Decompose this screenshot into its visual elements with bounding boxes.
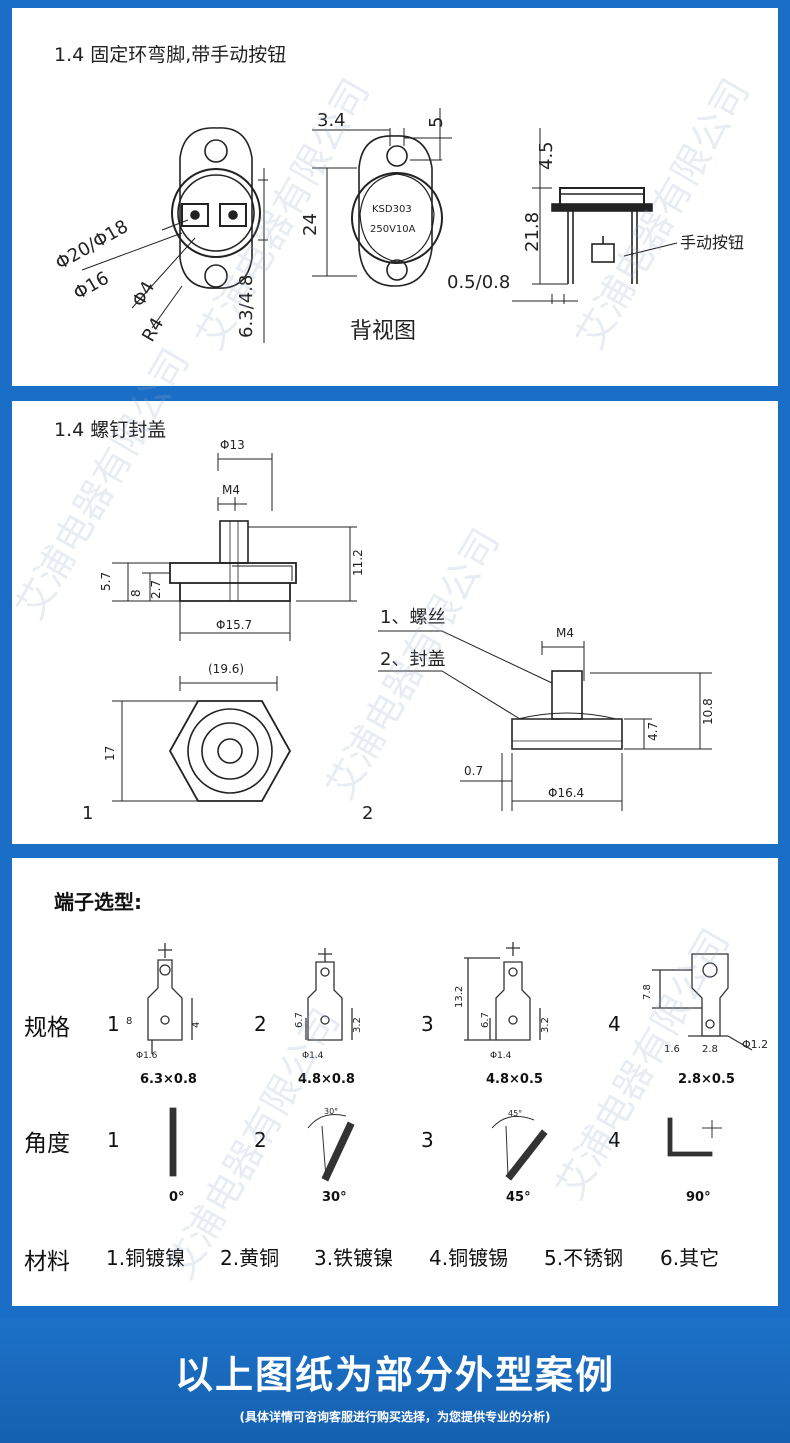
- dim-label: 24: [300, 213, 321, 236]
- dim-label: 13.2: [454, 986, 465, 1008]
- dim-label: (19.6): [208, 662, 244, 676]
- dim-label: Φ16: [70, 268, 113, 305]
- dim-label: Φ15.7: [216, 618, 252, 632]
- terminal-2-drawing: [305, 948, 353, 1041]
- chip-text: 250V10A: [370, 224, 416, 235]
- angle-0-drawing: [169, 1107, 177, 1177]
- spec-index: 1: [107, 1012, 120, 1036]
- angle-value: 30°: [322, 1190, 347, 1205]
- angle-value: 0°: [169, 1190, 185, 1205]
- angle-30-drawing: [307, 1114, 355, 1182]
- dim-label: 2.8: [702, 1044, 718, 1055]
- legend-screw: 1、螺丝: [380, 607, 445, 628]
- dim-label: 11.2: [351, 549, 365, 576]
- dim-label: Φ1.6: [136, 1051, 158, 1061]
- spec-index: 2: [254, 1012, 267, 1036]
- dim-label: Φ1.2: [742, 1038, 768, 1051]
- dim-label: 3.2: [540, 1017, 551, 1033]
- terminal-drawings: 8 4 Φ1.6 6.7 3.2 Φ1.4 13.2 6.7 3.2 Φ1.4: [126, 942, 768, 1182]
- dim-label: 8: [129, 589, 143, 597]
- dim-label: 21.8: [522, 212, 543, 252]
- dim-label: 3.2: [352, 1017, 363, 1033]
- dim-label: 4.5: [536, 141, 557, 170]
- dim-label: 6.7: [480, 1012, 491, 1028]
- dim-label: M4: [222, 483, 240, 497]
- dim-label: Φ13: [220, 438, 245, 452]
- panel-screw-cover: 1.4 螺钉封盖 Φ13 M4 11.2 5.7 8 2.7 Φ15.7: [12, 401, 778, 844]
- terminal-3-drawing: [464, 942, 541, 1041]
- dim-label: 4.7: [646, 722, 660, 741]
- dim-label: R4: [138, 314, 168, 345]
- angle-index: 3: [421, 1128, 434, 1152]
- panel-title: 1.4 固定环弯脚,带手动按钮: [54, 44, 287, 66]
- footer-title: 以上图纸为部分外型案例: [174, 1353, 615, 1397]
- section-title: 端子选型:: [54, 890, 142, 914]
- dim-label: 6.7: [294, 1012, 305, 1028]
- spec-value: 4.8×0.5: [486, 1072, 543, 1087]
- figure-number: 1: [82, 803, 93, 824]
- angle-45-drawing: [491, 1115, 548, 1181]
- side-view: [512, 128, 678, 304]
- angle-index: 4: [608, 1128, 621, 1152]
- panel-title: 1.4 螺钉封盖: [54, 419, 167, 441]
- row-label-angle: 角度: [24, 1131, 70, 1157]
- angle-value: 45°: [506, 1190, 531, 1205]
- angle-index: 1: [107, 1128, 120, 1152]
- dim-label: 4: [191, 1022, 202, 1028]
- cover-top-view: [112, 676, 292, 802]
- footer-banner: 以上图纸为部分外型案例 (具体详情可咨询客服进行购买选择，为您提供专业的分析): [0, 1318, 790, 1443]
- footer-subtitle: (具体详情可咨询客服进行购买选择，为您提供专业的分析): [239, 1410, 551, 1424]
- spec-value: 6.3×0.8: [140, 1072, 197, 1087]
- spec-index: 3: [421, 1012, 434, 1036]
- material-item: 4.铜镀锡: [429, 1246, 509, 1270]
- dim-label: M4: [556, 626, 574, 640]
- material-item: 1.铜镀镍: [106, 1246, 186, 1270]
- legend-cover: 2、封盖: [380, 649, 445, 670]
- angle-mark: 30°: [324, 1107, 338, 1116]
- panel-fixed-ring-bent-legs: 1.4 固定环弯脚,带手动按钮 Φ20/Φ18 Φ16 Φ4 R4 6.3/4.…: [12, 8, 778, 386]
- dim-label: 1.6: [664, 1044, 680, 1055]
- dim-label: 3.4: [317, 110, 346, 131]
- front-view: [81, 127, 268, 343]
- angle-mark: 45°: [508, 1109, 522, 1118]
- dim-label: 5.7: [99, 572, 113, 591]
- dim-label: 0.5/0.8: [447, 272, 510, 293]
- cover-side-view: [112, 453, 357, 641]
- back-view: [312, 108, 452, 287]
- spec-value: 2.8×0.5: [678, 1072, 735, 1087]
- spec-index: 4: [608, 1012, 621, 1036]
- dim-label: Φ16.4: [548, 786, 584, 800]
- dim-label: 17: [103, 746, 117, 761]
- material-item: 6.其它: [660, 1246, 720, 1270]
- angle-index: 2: [254, 1128, 267, 1152]
- dim-label: 0.7: [464, 764, 483, 778]
- material-item: 2.黄铜: [220, 1246, 280, 1270]
- dim-label: Φ1.4: [302, 1051, 324, 1061]
- panel-terminal-selection: 端子选型: 规格 角度 材料 1 2 3 4 6.3×0.8 4.8×0.8 4…: [12, 858, 778, 1306]
- dim-label: 2.7: [149, 580, 163, 599]
- dim-label: 7.8: [642, 984, 653, 1000]
- dim-label: Φ20/Φ18: [52, 216, 132, 274]
- row-label-spec: 规格: [24, 1015, 70, 1041]
- angle-90-drawing: [667, 1117, 722, 1157]
- back-view-caption: 背视图: [350, 319, 416, 344]
- angle-value: 90°: [686, 1190, 711, 1205]
- dim-label: 8: [126, 1016, 132, 1027]
- material-item: 3.铁镀镍: [314, 1246, 394, 1270]
- chip-text: KSD303: [372, 204, 412, 215]
- dim-label: 6.3/4.8: [236, 275, 257, 338]
- terminal-4-drawing: [652, 953, 753, 1051]
- drawing-fixed-ring: Φ20/Φ18 Φ16 Φ4 R4 6.3/4.8 KSD303 250V10A…: [52, 108, 744, 346]
- figure-number: 2: [362, 803, 373, 824]
- drawing-screw-cover: Φ13 M4 11.2 5.7 8 2.7 Φ15.7 (19.6) 17 1: [82, 438, 715, 824]
- row-label-material: 材料: [24, 1249, 70, 1275]
- dim-label: 10.8: [701, 698, 715, 725]
- spec-value: 4.8×0.8: [298, 1072, 355, 1087]
- terminal-1-drawing: [147, 943, 193, 1054]
- cover-section-view: [378, 630, 712, 811]
- button-label: 手动按钮: [680, 233, 744, 252]
- dim-label: 5: [426, 117, 447, 128]
- material-item: 5.不锈钢: [544, 1246, 624, 1270]
- dim-label: Φ1.4: [490, 1051, 512, 1061]
